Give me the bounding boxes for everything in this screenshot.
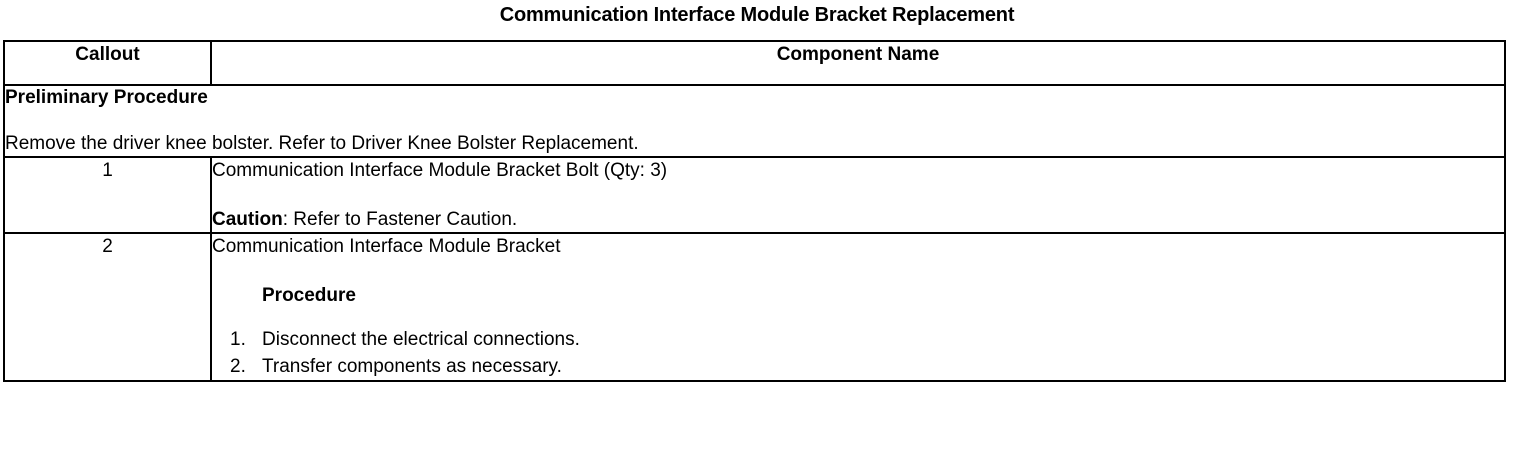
table-body: Preliminary Procedure Remove the driver … — [3, 84, 1506, 382]
column-header-callout: Callout — [3, 40, 212, 86]
procedure-step-list: 1. Disconnect the electrical connections.… — [212, 326, 1504, 380]
step-text: Transfer components as necessary. — [262, 356, 562, 377]
step-number: 2. — [230, 356, 246, 377]
caution-label: Caution — [212, 209, 283, 230]
step-text: Disconnect the electrical connections. — [262, 329, 580, 350]
preliminary-procedure-cell: Preliminary Procedure Remove the driver … — [3, 84, 1506, 158]
component-name-2: Communication Interface Module Bracket — [212, 236, 561, 257]
component-cell-2: Communication Interface Module Bracket P… — [210, 232, 1506, 382]
table-header-row: Callout Component Name — [3, 40, 1506, 86]
column-header-component-name: Component Name — [210, 40, 1506, 86]
component-table: Callout Component Name Preliminary Proce… — [3, 40, 1506, 382]
table-row: 2 Communication Interface Module Bracket… — [3, 232, 1506, 382]
preliminary-procedure-text: Remove the driver knee bolster. Refer to… — [5, 133, 639, 154]
component-cell-1: Communication Interface Module Bracket B… — [210, 156, 1506, 234]
caution-text: : Refer to Fastener Caution. — [282, 209, 518, 230]
page-title: Communication Interface Module Bracket R… — [499, 4, 1015, 26]
step-number: 1. — [230, 329, 246, 350]
procedure-heading: Procedure — [262, 285, 356, 306]
callout-number-2: 2 — [3, 232, 212, 382]
spacer — [212, 308, 1504, 326]
list-item: 1. Disconnect the electrical connections. — [212, 326, 1504, 353]
list-item: 2. Transfer components as necessary. — [212, 353, 1504, 380]
spacer — [212, 183, 1504, 207]
caution-note-1: Caution: Refer to Fastener Caution. — [212, 207, 1504, 232]
table-row: 1 Communication Interface Module Bracket… — [3, 156, 1506, 234]
spacer — [5, 110, 1504, 132]
component-name-1: Communication Interface Module Bracket B… — [212, 160, 668, 181]
spacer — [212, 259, 1504, 283]
table-header: Callout Component Name — [3, 40, 1506, 86]
preliminary-procedure-heading: Preliminary Procedure — [5, 87, 208, 108]
table-row-preliminary: Preliminary Procedure Remove the driver … — [3, 84, 1506, 158]
callout-number-1: 1 — [3, 156, 212, 234]
